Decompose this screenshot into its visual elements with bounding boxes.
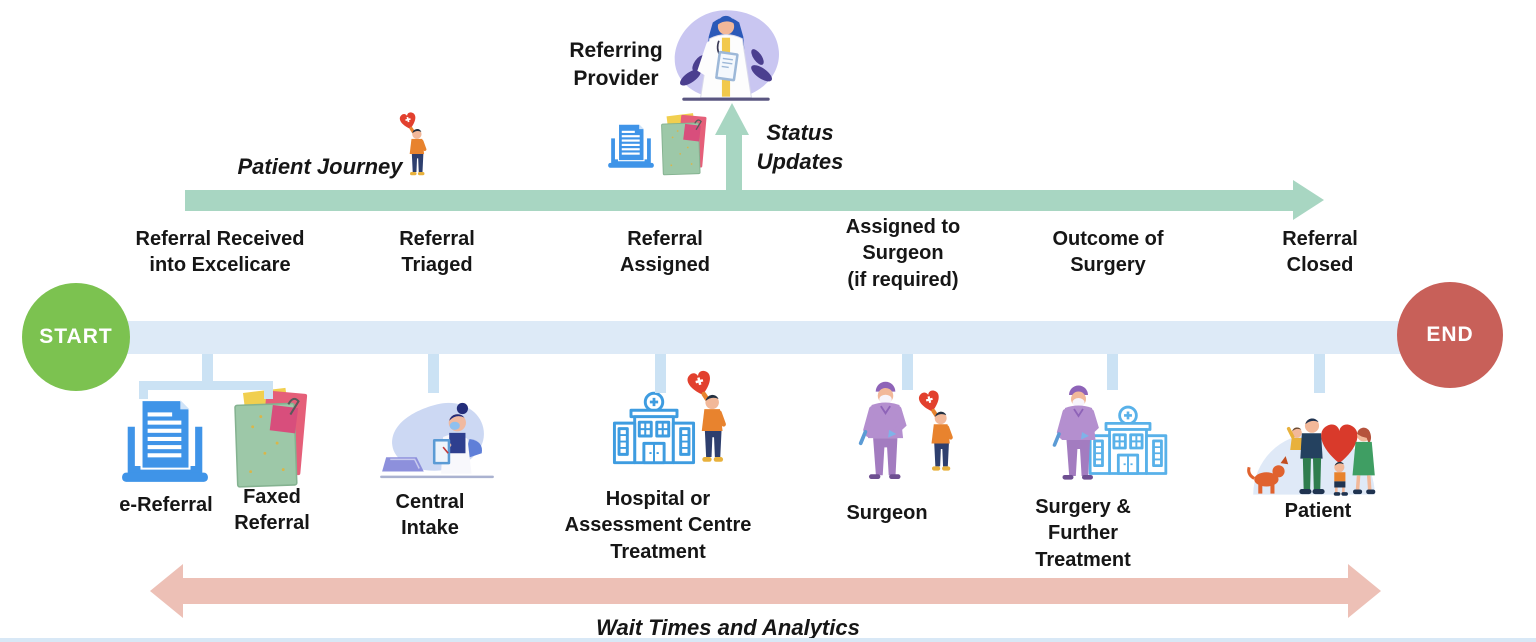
- surgeon-illustration: [850, 372, 968, 504]
- stage-label-referral-closed: Referral Closed: [1282, 228, 1358, 277]
- channel-label-central-intake: Central Intake: [395, 491, 465, 540]
- patient-journey-label: Patient Journey: [237, 154, 403, 179]
- stage-label-assigned-to-surgeon: Assigned to Surgeon (if required): [845, 216, 961, 291]
- connector-stem: [1314, 354, 1325, 393]
- status-updates-arrow: [726, 134, 742, 196]
- folder-stack-icon: [658, 112, 710, 178]
- person-raising-heart-icon: [396, 110, 432, 180]
- timeline-bar: [96, 321, 1426, 354]
- wait-times-analytics-label: Wait Times and Analytics: [596, 615, 860, 640]
- channel-label-e-referral: e-Referral: [119, 494, 213, 516]
- person-raising-heart-icon: [682, 366, 734, 470]
- surgeon-figure-icon: [1048, 382, 1108, 492]
- connector-stem: [1107, 354, 1118, 390]
- wait-times-arrow: [182, 578, 1348, 604]
- surgeon-figure-icon: [854, 378, 916, 492]
- connector-stem: [428, 354, 439, 393]
- referring-provider-label: Referring Provider: [569, 39, 663, 90]
- person-raising-heart-icon: [914, 388, 960, 476]
- stage-label-outcome-of-surgery: Outcome of Surgery: [1052, 228, 1164, 277]
- end-circle: END: [1397, 282, 1503, 388]
- surgery-hospital-illustration: [1048, 380, 1174, 502]
- patient-family-illustration: [1238, 396, 1390, 502]
- patient-journey-arrowhead-icon: [1293, 180, 1324, 220]
- connector-stem: [902, 354, 913, 390]
- stage-label-referral-assigned: Referral Assigned: [619, 228, 711, 277]
- channel-label-faxed-referral: Faxed Referral: [234, 486, 310, 535]
- referring-provider-doctor-illustration: [664, 4, 788, 108]
- connector-stem: [202, 354, 213, 383]
- wait-times-arrowhead-left-icon: [150, 564, 183, 618]
- channel-label-surgeon: Surgeon: [846, 502, 928, 524]
- stage-label-referral-received: Referral Received into Excelicare: [135, 228, 305, 277]
- wait-times-arrowhead-right-icon: [1348, 564, 1381, 618]
- channel-label-patient: Patient: [1284, 500, 1352, 522]
- e-document-icon: [606, 122, 656, 170]
- start-circle: START: [22, 283, 130, 391]
- hospital-building-illustration: [606, 360, 746, 482]
- channel-label-surgery: Surgery & Further Treatment: [1035, 496, 1131, 571]
- central-intake-illustration: [376, 394, 498, 484]
- status-updates-label: Status Updates: [756, 120, 844, 175]
- channel-label-hospital: Hospital or Assessment Centre Treatment: [564, 488, 752, 563]
- patient-journey-arrow: [185, 190, 1293, 211]
- bottom-edge-strip: [0, 638, 1536, 642]
- status-updates-arrowhead-icon: [715, 103, 749, 135]
- connector-stem: [655, 354, 666, 393]
- connector-stub: [264, 389, 273, 399]
- connector-bracket: [139, 381, 273, 390]
- faxed-referral-folders-icon: [230, 386, 312, 492]
- e-referral-document-icon: [118, 396, 212, 486]
- stage-label-referral-triaged: Referral Triaged: [399, 228, 475, 277]
- connector-stub: [139, 389, 148, 399]
